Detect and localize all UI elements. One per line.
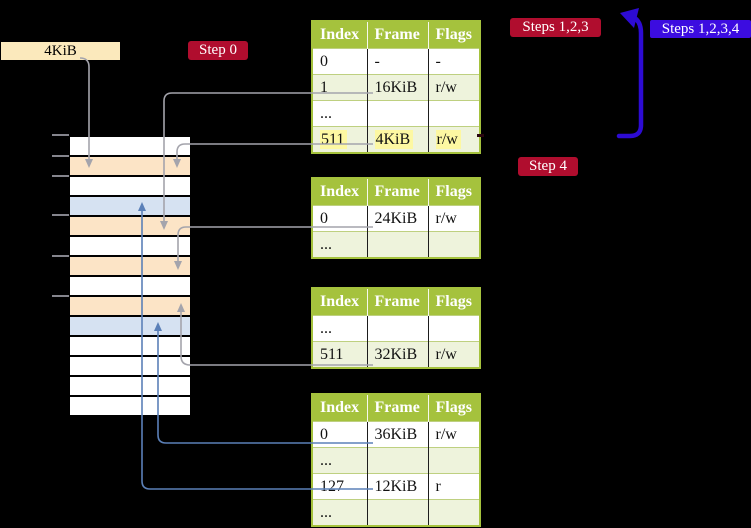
- table-header-row: Index Frame Flags: [312, 21, 480, 49]
- dash-mark: [477, 134, 484, 137]
- address-tick: [52, 255, 69, 257]
- stack-row-peach: [70, 295, 190, 315]
- table-header-row: Index Frame Flags: [312, 288, 480, 316]
- stack-row-peach: [70, 215, 190, 235]
- stack-row-blue: [70, 195, 190, 215]
- table-row: ...: [312, 447, 480, 474]
- steps-loop-arrow: [616, 14, 644, 139]
- stack-row-blue: [70, 315, 190, 335]
- address-tick: [52, 175, 69, 177]
- table-header-row: Index Frame Flags: [312, 178, 480, 206]
- steps1234-badge: Steps 1,2,3,4: [650, 20, 751, 38]
- table-header-row: Index Frame Flags: [312, 394, 480, 422]
- stack-row-peach: [70, 255, 190, 275]
- address-tick: [52, 295, 69, 297]
- table-row: 511 32KiB r/w: [312, 341, 480, 368]
- highlighted-value: 511: [320, 129, 348, 149]
- col-header-flags: Flags: [428, 288, 480, 316]
- table-row: 127 12KiB r: [312, 473, 480, 500]
- highlighted-value: 4KiB: [374, 129, 414, 149]
- col-header-frame: Frame: [367, 394, 429, 422]
- table-row-highlighted: 511 4KiB r/w: [312, 126, 480, 153]
- stack-row-white: [70, 395, 190, 415]
- col-header-frame: Frame: [367, 21, 429, 49]
- col-header-flags: Flags: [428, 178, 480, 206]
- arrowhead-upleft-icon: [620, 8, 639, 28]
- stack-row-white: [70, 235, 190, 255]
- stack-row-white: [70, 335, 190, 355]
- col-header-frame: Frame: [367, 288, 429, 316]
- stack-row-white: [70, 275, 190, 295]
- col-header-index: Index: [312, 394, 368, 422]
- stack-row-white: [70, 375, 190, 395]
- address-tick: [52, 134, 69, 136]
- stack-row-white: [70, 137, 190, 155]
- address-tick: [52, 214, 69, 216]
- table-row: 0 36KiB r/w: [312, 421, 480, 448]
- stack-row-white: [70, 355, 190, 375]
- col-header-flags: Flags: [428, 394, 480, 422]
- col-header-index: Index: [312, 21, 368, 49]
- page-table-3: Index Frame Flags ... 511 32KiB r/w: [311, 287, 481, 369]
- col-header-index: Index: [312, 178, 368, 206]
- page-table-4: Index Frame Flags 0 36KiB r/w ... 127 12…: [311, 393, 481, 527]
- col-header-index: Index: [312, 288, 368, 316]
- step0-badge: Step 0: [188, 41, 248, 60]
- stack-row-peach: [70, 155, 190, 175]
- table-row: 1 16KiB r/w: [312, 74, 480, 101]
- table-row: 0 24KiB r/w: [312, 205, 480, 232]
- highlighted-value: r/w: [435, 129, 461, 149]
- col-header-frame: Frame: [367, 178, 429, 206]
- table-row: ...: [312, 315, 480, 342]
- address-tick: [52, 155, 69, 157]
- table-row: 0 - -: [312, 48, 480, 75]
- page-table-2: Index Frame Flags 0 24KiB r/w ...: [311, 177, 481, 259]
- frame-stack: [70, 135, 190, 415]
- page-table-1: Index Frame Flags 0 - - 1 16KiB r/w ... …: [311, 20, 481, 154]
- steps123-badge: Steps 1,2,3: [510, 18, 601, 37]
- frame-size-label: 4KiB: [1, 42, 120, 60]
- table-row: ...: [312, 100, 480, 127]
- stack-row-white: [70, 175, 190, 195]
- col-header-flags: Flags: [428, 21, 480, 49]
- table-row: ...: [312, 231, 480, 258]
- step4-badge: Step 4: [518, 157, 578, 176]
- table-row: ...: [312, 499, 480, 526]
